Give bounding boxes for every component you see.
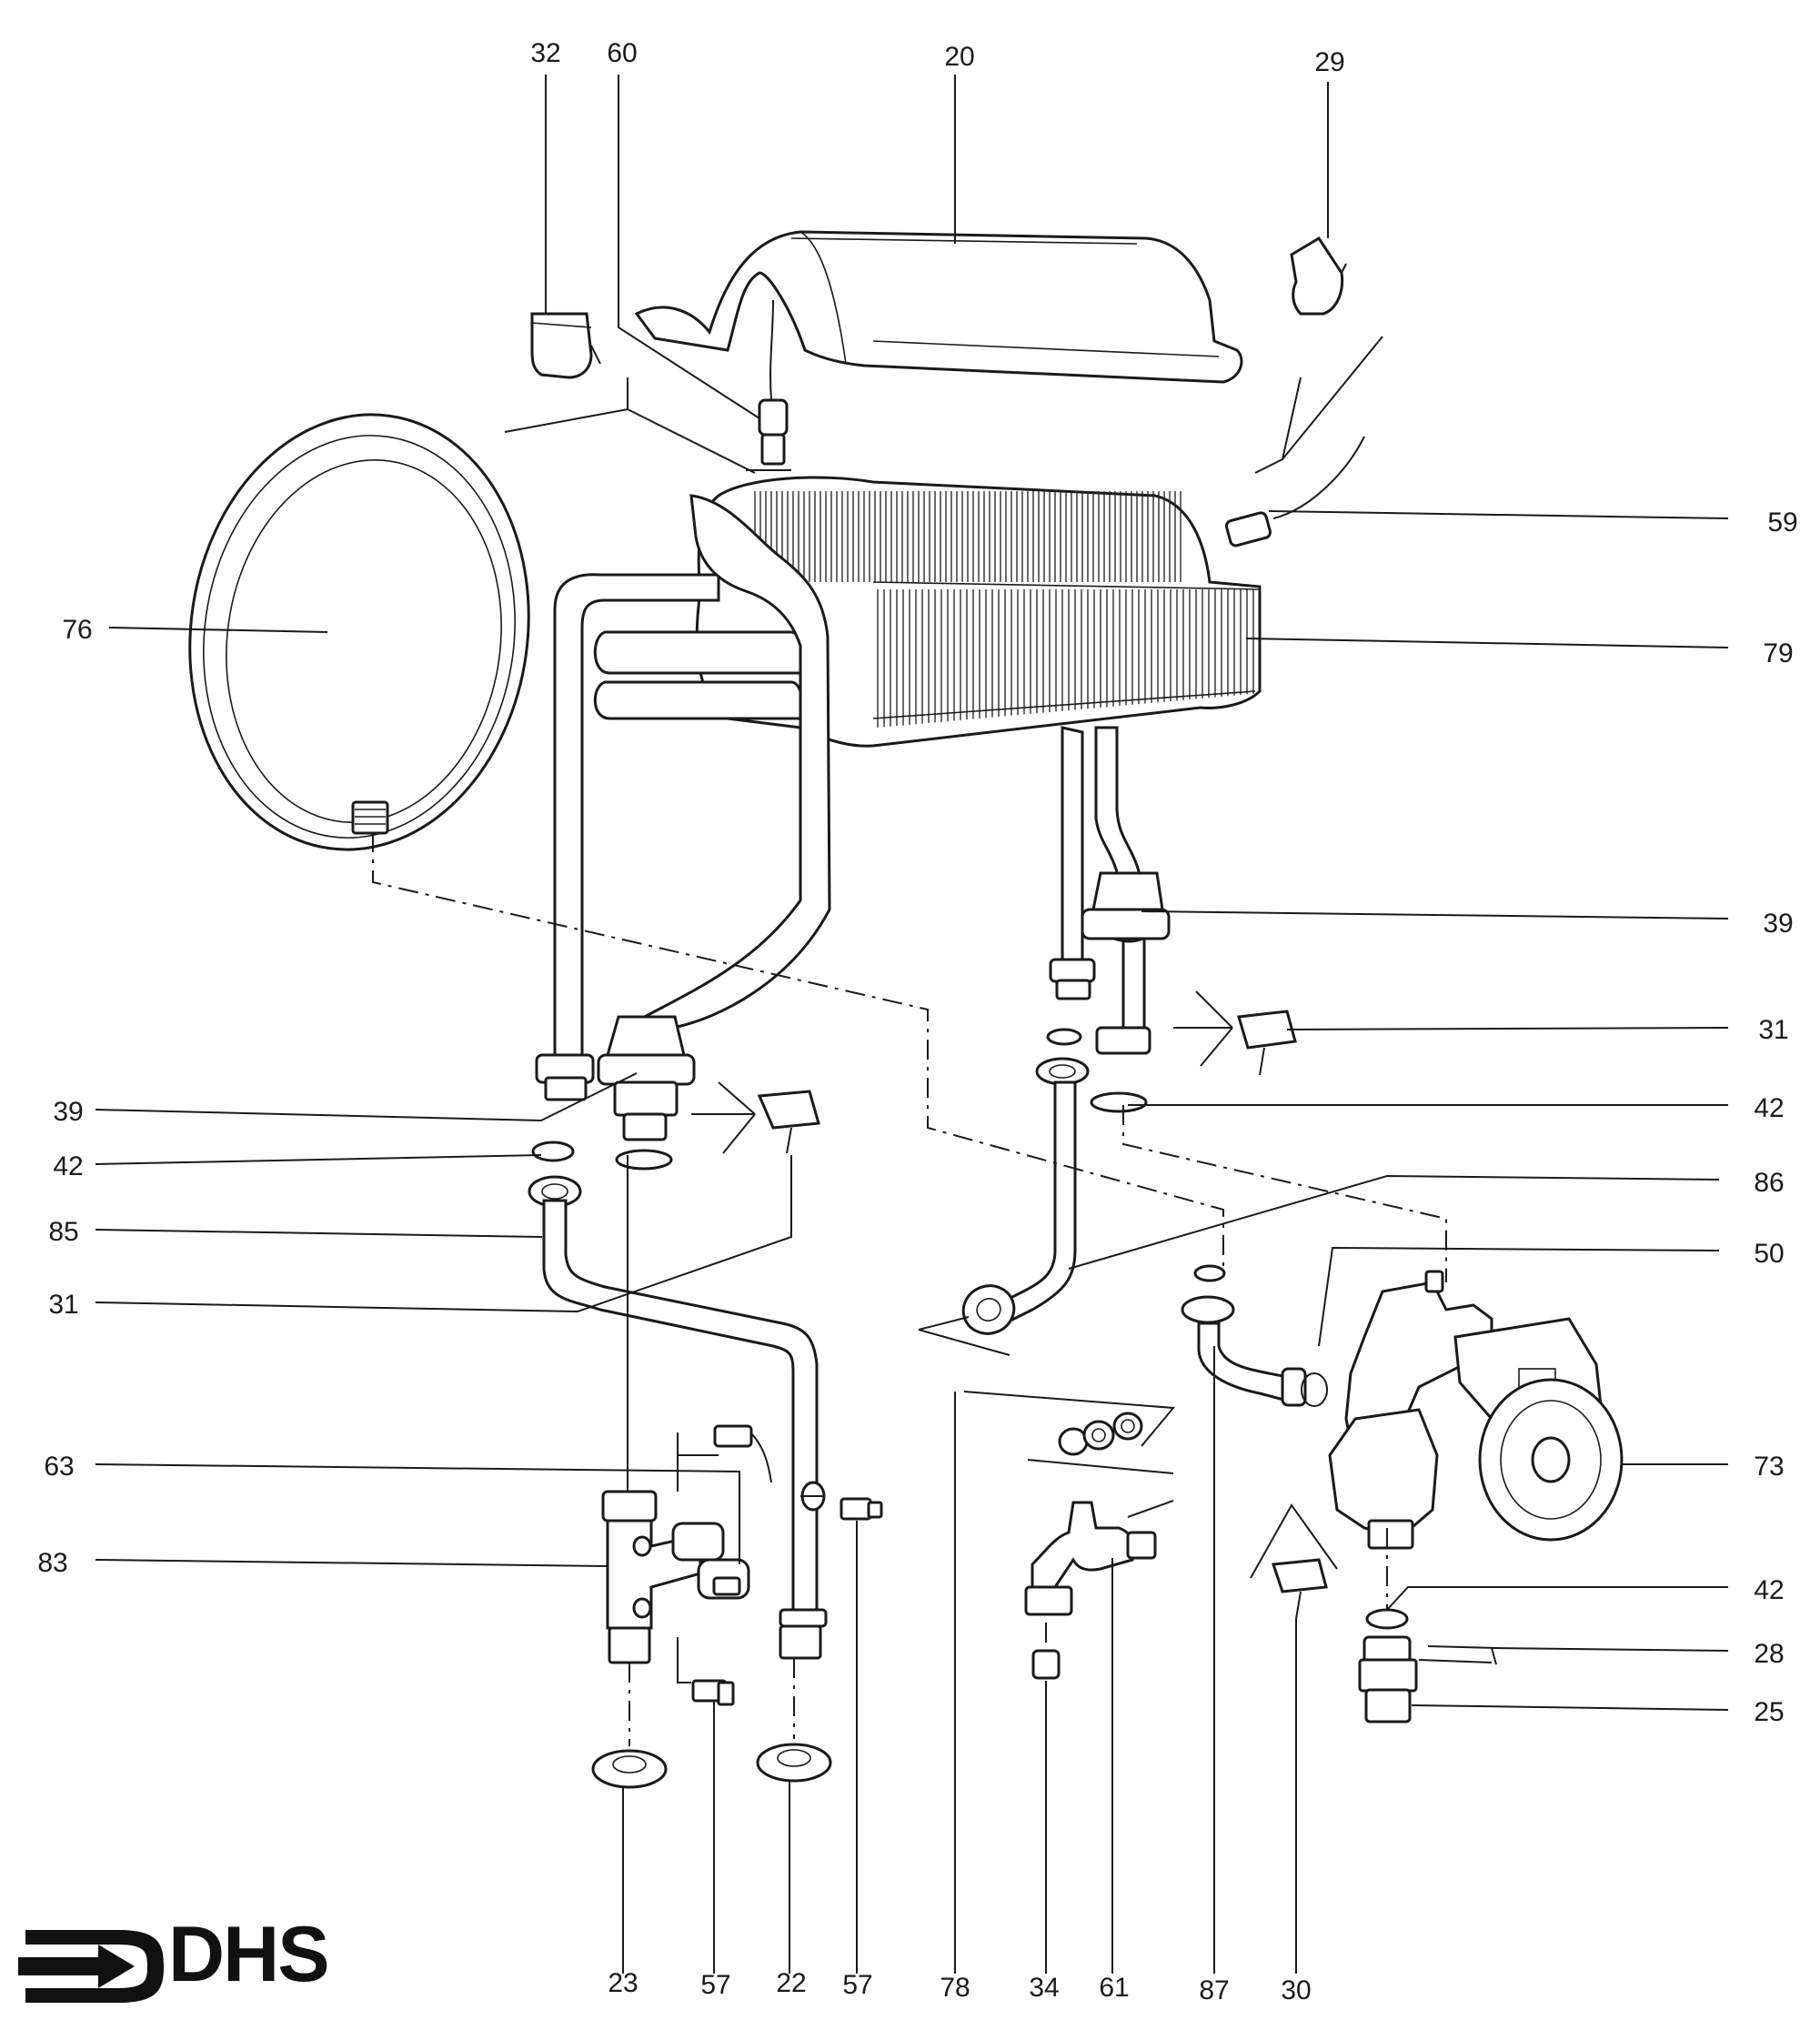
pump-fittings [1358, 1608, 1497, 1724]
label-20: 20 [944, 42, 974, 72]
seals-78 [963, 1391, 1176, 1474]
clip-31-right [1173, 990, 1297, 1076]
label-31-right: 31 [1758, 1015, 1788, 1045]
expansion-vessel [188, 413, 530, 851]
right-pipe-assembly [1035, 726, 1171, 1113]
sensor-60 [746, 299, 791, 471]
label-39-left: 39 [53, 1097, 83, 1127]
leader-lines [95, 75, 1729, 1974]
label-63: 63 [44, 1452, 74, 1482]
label-76: 76 [62, 615, 92, 645]
label-57-left: 57 [700, 1970, 730, 2000]
heat-exchanger-cover [634, 230, 1243, 384]
valve-61 [1024, 1500, 1174, 1680]
heat-exchanger-fins [754, 491, 1254, 728]
label-31-left: 31 [48, 1290, 78, 1320]
manifold-83 [591, 1155, 883, 1789]
label-42-left: 42 [53, 1151, 83, 1181]
dhs-logo-mark [18, 1930, 164, 2003]
pipe-86 [918, 1080, 1077, 1356]
label-25: 25 [1754, 1697, 1784, 1727]
sensor-59 [1224, 436, 1365, 548]
label-87: 87 [1199, 1975, 1229, 2005]
label-42-pump: 42 [1754, 1575, 1784, 1605]
label-42-right: 42 [1754, 1093, 1784, 1123]
left-pipe-assembly [535, 494, 831, 1141]
label-30: 30 [1281, 1975, 1311, 2005]
clip-30 [1250, 1503, 1338, 1620]
label-39-right: 39 [1763, 909, 1793, 939]
label-83: 83 [37, 1548, 67, 1578]
label-85: 85 [48, 1217, 78, 1247]
label-59: 59 [1767, 508, 1797, 538]
left-seals [528, 1141, 673, 1208]
label-50: 50 [1754, 1239, 1784, 1269]
pipe-87 [1181, 1264, 1328, 1407]
clip-29 [1290, 236, 1347, 316]
label-86: 86 [1754, 1168, 1784, 1198]
part-labels: 32 60 20 29 59 76 79 39 31 39 42 42 86 8… [37, 38, 1797, 2005]
label-78: 78 [940, 1973, 970, 2003]
label-23: 23 [608, 1968, 638, 1998]
assembly-guide-lines [372, 336, 1447, 1746]
label-61: 61 [1099, 1973, 1129, 2003]
label-57-right: 57 [842, 1970, 872, 2000]
label-32: 32 [530, 38, 560, 68]
pump-73 [1328, 1270, 1624, 1550]
label-73: 73 [1754, 1452, 1784, 1482]
label-28: 28 [1754, 1639, 1784, 1669]
dhs-logo-text: DHS [168, 1911, 330, 1998]
clip-31-left [691, 1081, 820, 1154]
label-34: 34 [1029, 1973, 1059, 2003]
label-60: 60 [607, 38, 637, 68]
label-29: 29 [1314, 47, 1344, 77]
label-22: 22 [776, 1968, 806, 1998]
clip-32 [530, 312, 601, 379]
label-79: 79 [1763, 638, 1793, 668]
heat-exchanger [695, 476, 1262, 748]
